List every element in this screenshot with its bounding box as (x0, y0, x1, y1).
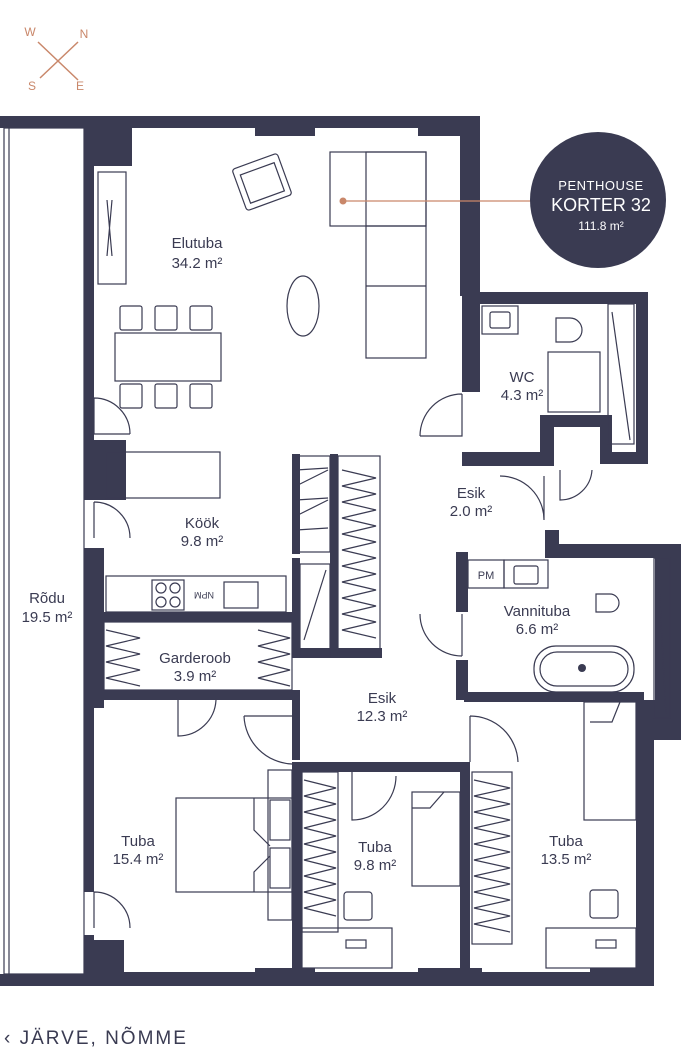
badge-line1: PENTHOUSE (558, 178, 643, 193)
compass-w: W (24, 25, 36, 39)
living-furniture (97, 151, 532, 409)
bedroom-3-furniture (471, 701, 637, 969)
kitchen-counter (105, 575, 287, 613)
room-labels: Elutuba 34.2 m² WC 4.3 m² Esik 2.0 m² Kö… (22, 235, 592, 874)
vannituba-area: 6.6 m² (516, 621, 559, 638)
esik-small-area: 2.0 m² (450, 503, 493, 520)
interior-walls (94, 454, 644, 974)
coffee-table (286, 275, 320, 337)
kitchen-sink (223, 581, 259, 609)
balcony-frame (0, 116, 86, 986)
stove (151, 579, 185, 611)
kitchen-island (105, 451, 221, 499)
badge-line2: KORTER 32 (551, 195, 651, 215)
bedroom-2-furniture (301, 771, 461, 969)
penthouse-badge: PENTHOUSE KORTER 32 111.8 m² (530, 132, 666, 268)
kitchen-fixtures (105, 451, 331, 657)
compass-e: E (76, 79, 84, 93)
pm-label: PM (478, 570, 495, 582)
tuba-1-area: 15.4 m² (113, 851, 164, 868)
kook-area: 9.8 m² (181, 533, 224, 550)
tuba-2-area: 9.8 m² (354, 857, 397, 874)
tuba-3-area: 13.5 m² (541, 851, 592, 868)
dining-set (114, 305, 222, 409)
footer-caption: ‹ JÄRVE, NÕMME (4, 1028, 188, 1050)
doors (93, 393, 593, 929)
bathroom-fixtures: PM (467, 557, 671, 719)
npm-label: NPM (194, 590, 214, 600)
windows (88, 121, 590, 979)
badge-circle (530, 132, 666, 268)
vannituba-name: Vannituba (504, 603, 571, 620)
elutuba-area: 34.2 m² (172, 255, 223, 272)
badge-area: 111.8 m² (578, 219, 624, 233)
single-bed-3 (583, 701, 637, 821)
rodu-name: Rõdu (29, 590, 65, 607)
hall-wardrobes (293, 455, 381, 653)
desk-3 (545, 927, 637, 969)
tuba-1-name: Tuba (121, 833, 155, 850)
garderoob-shelves (103, 621, 293, 691)
tuba-3-name: Tuba (549, 833, 583, 850)
elutuba-name: Elutuba (172, 235, 224, 252)
fridge (299, 563, 331, 657)
garderoob-area: 3.9 m² (174, 668, 217, 685)
sofa (329, 151, 427, 359)
compass-n: N (80, 27, 89, 41)
tuba-2-name: Tuba (358, 839, 392, 856)
chevron-left-icon: ‹ (4, 1028, 13, 1049)
rodu-area: 19.5 m² (22, 609, 73, 626)
esik-main-name: Esik (368, 690, 397, 707)
single-bed-2 (411, 791, 461, 887)
esik-main-area: 12.3 m² (357, 708, 408, 725)
garderoob-name: Garderoob (159, 650, 231, 667)
badge-pointer-dot (339, 197, 347, 205)
compass-s: S (28, 79, 36, 93)
compass-line-b (39, 41, 79, 79)
esik-small-name: Esik (457, 485, 486, 502)
wc-name: WC (510, 369, 535, 386)
footer-text: JÄRVE, NÕMME (19, 1028, 188, 1049)
double-bed (175, 797, 293, 893)
desk-2 (301, 927, 393, 969)
tv-unit (97, 171, 127, 285)
compass: W N S E (24, 25, 88, 93)
armchair (232, 153, 292, 211)
wc-area: 4.3 m² (501, 387, 544, 404)
wc-fixtures (481, 303, 635, 445)
kook-name: Köök (185, 515, 220, 532)
bedroom-1-furniture (175, 769, 293, 921)
